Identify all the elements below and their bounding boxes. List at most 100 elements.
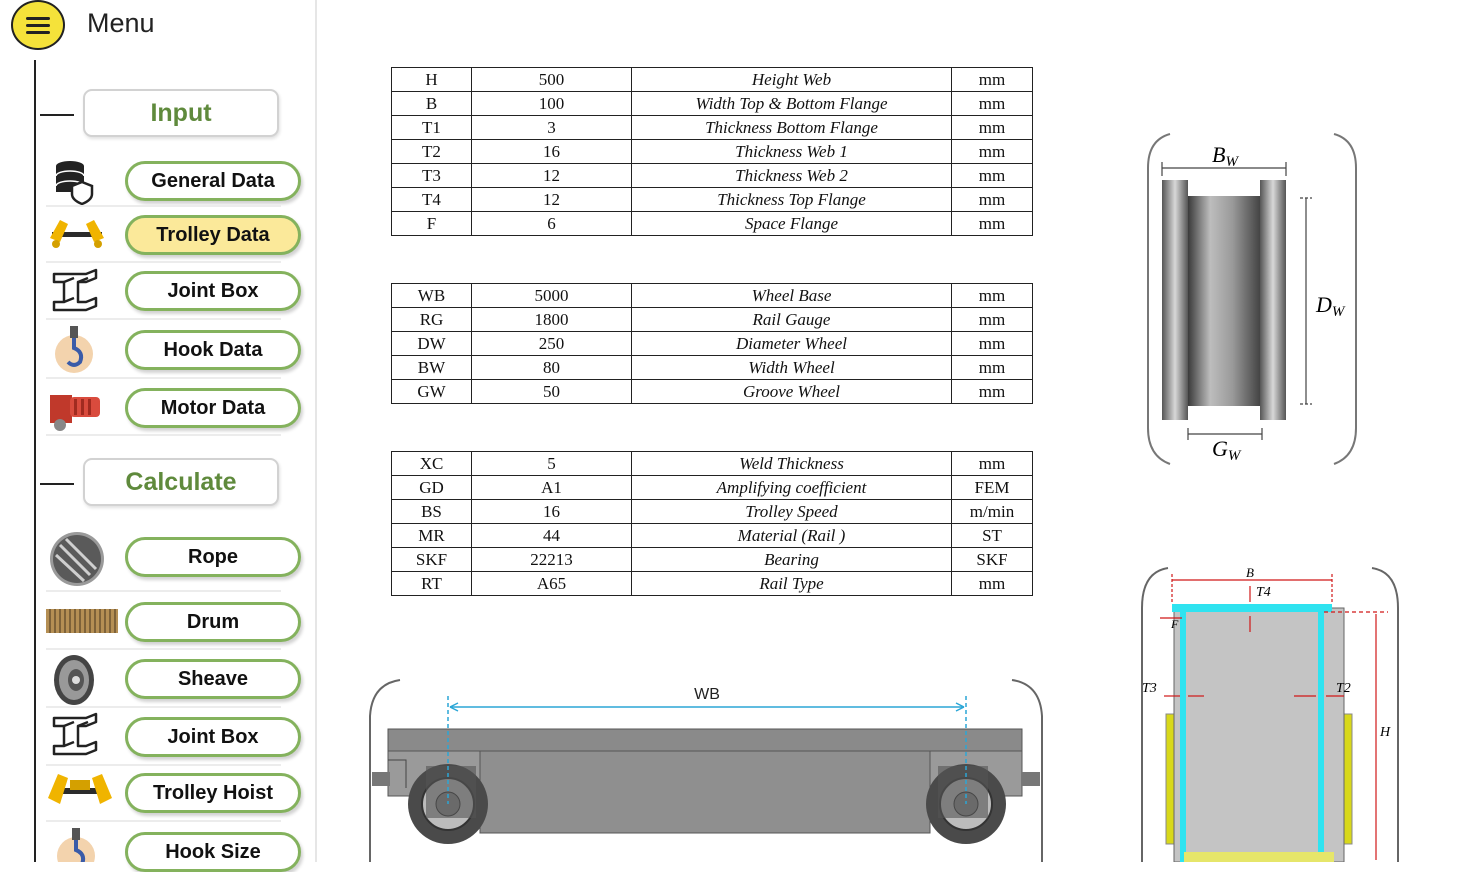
param-unit-cell: m/min xyxy=(951,499,1033,524)
param-description-cell: Height Web xyxy=(631,67,952,92)
param-description-cell: Groove Wheel xyxy=(631,379,952,404)
param-symbol-cell: XC xyxy=(391,451,472,476)
general-data-button[interactable]: General Data xyxy=(125,161,301,201)
param-value-cell[interactable]: 250 xyxy=(471,331,632,356)
sidebar: Menu Input General Data Trolley Data xyxy=(0,0,318,872)
param-description-cell: Thickness Web 2 xyxy=(631,163,952,188)
tree-line xyxy=(34,60,36,862)
param-symbol-cell: T1 xyxy=(391,115,472,140)
joint-box-calc-button[interactable]: Joint Box xyxy=(125,717,301,757)
menu-label: Menu xyxy=(87,8,155,38)
param-symbol-cell: T2 xyxy=(391,139,472,164)
param-description-cell: Thickness Top Flange xyxy=(631,187,952,212)
sheave-button[interactable]: Sheave xyxy=(125,659,301,699)
param-unit-cell: mm xyxy=(951,115,1033,140)
gw-label: GW xyxy=(1212,436,1242,464)
gear-motor-icon xyxy=(46,385,108,435)
param-value-cell[interactable]: 12 xyxy=(471,187,632,212)
crane-trolley-icon xyxy=(46,768,112,814)
param-unit-cell: mm xyxy=(951,187,1033,212)
param-symbol-cell: BS xyxy=(391,499,472,524)
param-symbol-cell: GD xyxy=(391,475,472,500)
bw-label: BW xyxy=(1212,142,1239,170)
param-value-cell[interactable]: A65 xyxy=(471,571,632,596)
h-label: H xyxy=(1379,725,1391,740)
motor-data-button[interactable]: Motor Data xyxy=(125,388,301,428)
param-symbol-cell: SKF xyxy=(391,547,472,572)
param-symbol-cell: F xyxy=(391,211,472,236)
trolley-hoist-button[interactable]: Trolley Hoist xyxy=(125,773,301,813)
param-symbol-cell: DW xyxy=(391,331,472,356)
hamburger-menu-button[interactable] xyxy=(11,0,65,50)
param-unit-cell: mm xyxy=(951,139,1033,164)
hook-size-button[interactable]: Hook Size xyxy=(125,832,301,872)
hamburger-icon xyxy=(26,16,50,20)
param-unit-cell: mm xyxy=(951,163,1033,188)
crane-hook-icon xyxy=(46,324,108,374)
param-value-cell[interactable]: 16 xyxy=(471,139,632,164)
param-unit-cell: mm xyxy=(951,355,1033,380)
param-unit-cell: mm xyxy=(951,451,1033,476)
b-label: B xyxy=(1246,565,1254,580)
param-description-cell: Material (Rail ) xyxy=(631,523,952,548)
param-unit-cell: mm xyxy=(951,91,1033,116)
box-section-diagram: B T4 F T3 T2 H xyxy=(1138,564,1402,863)
sheave-icon xyxy=(46,653,108,707)
param-description-cell: Rail Gauge xyxy=(631,307,952,332)
hook-data-button[interactable]: Hook Data xyxy=(125,330,301,370)
param-value-cell[interactable]: 500 xyxy=(471,67,632,92)
param-unit-cell: mm xyxy=(951,571,1033,596)
crane-hook-icon xyxy=(46,826,108,862)
param-description-cell: Width Top & Bottom Flange xyxy=(631,91,952,116)
drum-icon xyxy=(46,607,118,635)
param-description-cell: Trolley Speed xyxy=(631,499,952,524)
steel-beam-icon xyxy=(46,712,108,762)
param-value-cell[interactable]: 80 xyxy=(471,355,632,380)
param-symbol-cell: T4 xyxy=(391,187,472,212)
param-symbol-cell: RT xyxy=(391,571,472,596)
param-unit-cell: ST xyxy=(951,523,1033,548)
param-value-cell[interactable]: 5000 xyxy=(471,283,632,308)
param-value-cell[interactable]: 22213 xyxy=(471,547,632,572)
param-description-cell: Weld Thickness xyxy=(631,451,952,476)
param-value-cell[interactable]: 12 xyxy=(471,163,632,188)
tree-branch xyxy=(40,114,74,116)
param-description-cell: Rail Type xyxy=(631,571,952,596)
param-unit-cell: mm xyxy=(951,307,1033,332)
param-symbol-cell: B xyxy=(391,91,472,116)
trolley-data-button[interactable]: Trolley Data xyxy=(125,215,301,255)
param-value-cell[interactable]: A1 xyxy=(471,475,632,500)
sidebar-divider xyxy=(315,0,317,862)
param-unit-cell: mm xyxy=(951,379,1033,404)
joint-box-button[interactable]: Joint Box xyxy=(125,271,301,311)
param-value-cell[interactable]: 1800 xyxy=(471,307,632,332)
calculate-section-button[interactable]: Calculate xyxy=(83,458,279,506)
param-value-cell[interactable]: 5 xyxy=(471,451,632,476)
input-section-button[interactable]: Input xyxy=(83,89,279,137)
drum-button[interactable]: Drum xyxy=(125,602,301,642)
tree-branch xyxy=(40,483,74,485)
param-unit-cell: FEM xyxy=(951,475,1033,500)
trolley-wheelbase-diagram: WB xyxy=(366,676,1046,862)
param-value-cell[interactable]: 100 xyxy=(471,91,632,116)
steel-beam-icon xyxy=(46,268,108,318)
param-symbol-cell: GW xyxy=(391,379,472,404)
param-unit-cell: mm xyxy=(951,67,1033,92)
param-unit-cell: mm xyxy=(951,283,1033,308)
param-description-cell: Thickness Bottom Flange xyxy=(631,115,952,140)
param-value-cell[interactable]: 44 xyxy=(471,523,632,548)
param-value-cell[interactable]: 3 xyxy=(471,115,632,140)
param-value-cell[interactable]: 50 xyxy=(471,379,632,404)
param-value-cell[interactable]: 6 xyxy=(471,211,632,236)
rope-button[interactable]: Rope xyxy=(125,537,301,577)
param-value-cell[interactable]: 16 xyxy=(471,499,632,524)
